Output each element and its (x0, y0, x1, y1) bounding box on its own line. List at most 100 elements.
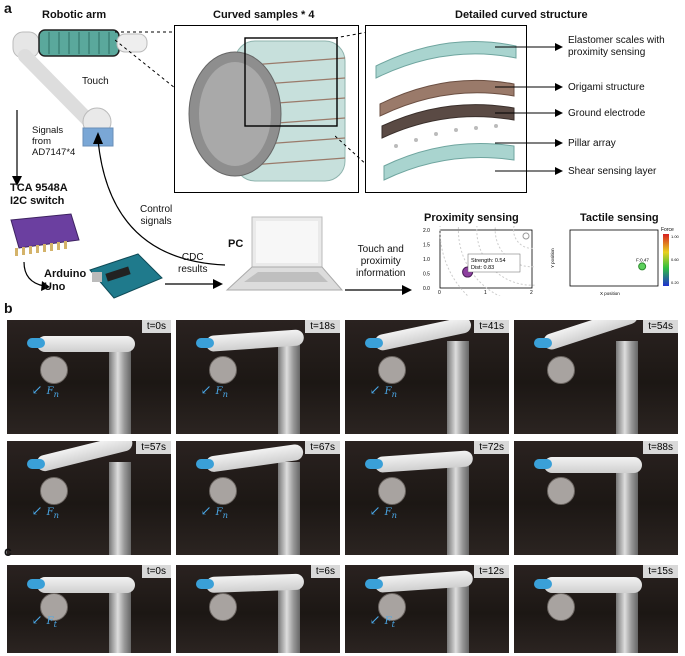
proximity-xtick: 1 (484, 290, 487, 296)
arm-to-sample-connector (115, 31, 176, 89)
robot-base (615, 461, 638, 555)
layer-elastomer-label: Elastomer scales with proximity sensing (568, 35, 665, 58)
gloved-hand (364, 579, 383, 590)
force-arrow-icon: ↙ Fn (200, 503, 228, 520)
control-signals-arrow-icon (93, 132, 226, 266)
layer-ground-label: Ground electrode (568, 108, 646, 119)
force-subscript: n (53, 388, 59, 399)
timestamp-label: t=0s (141, 320, 171, 333)
touch-info-label: Touch and proximity information (356, 244, 406, 279)
tca-board-illustration (10, 213, 80, 256)
timestamp-label: t=57s (136, 441, 171, 454)
proximity-marker-icon (522, 232, 530, 240)
colorbar-tick-top: 1.00 (671, 234, 680, 239)
proximity-dist-text: Dist: 0.83 (471, 265, 494, 271)
force-subscript: n (53, 509, 59, 520)
experiment-photo: t=54s (514, 320, 678, 434)
timestamp-label: t=15s (643, 565, 678, 578)
proximity-ytick: 0.5 (423, 272, 430, 278)
experiment-photo: t=41s↙ Fn (345, 320, 509, 434)
force-label: F (384, 385, 392, 397)
robot-base (108, 461, 131, 555)
proximity-range-ring (513, 226, 535, 249)
robot-base (446, 340, 469, 434)
timestamp-label: t=54s (643, 320, 678, 333)
experiment-photo: t=0s↙ Fn (7, 320, 171, 434)
timestamp-label: t=72s (474, 441, 509, 454)
sensor-disk (546, 356, 575, 385)
robot-base (615, 340, 638, 434)
force-arrow-icon: ↙ Fn (200, 382, 228, 399)
zoom-connector (335, 31, 369, 167)
proximity-annotation-box (467, 253, 521, 273)
robot-arm-link (36, 335, 135, 352)
tca-label: TCA 9548A I2C switch (10, 182, 68, 207)
gloved-hand (195, 579, 214, 590)
force-subscript: t (391, 619, 395, 630)
timestamp-label: t=6s (310, 565, 340, 578)
experiment-photo: t=6s (176, 565, 340, 653)
signals-label: Signals from AD7147*4 (32, 125, 76, 158)
timestamp-label: t=12s (474, 565, 509, 578)
force-subscript: n (222, 388, 228, 399)
robot-base (108, 340, 131, 434)
robot-arm-link (543, 456, 642, 473)
force-arrow-icon: ↙ Fn (31, 503, 59, 520)
robot-base (277, 340, 300, 434)
sensor-disk (208, 477, 237, 506)
proximity-ytick: 0.0 (423, 286, 430, 292)
sensor-disk (208, 593, 237, 622)
tactile-point-label: F:0.47 (636, 257, 649, 262)
force-subscript: n (222, 509, 228, 520)
gloved-hand (533, 338, 552, 349)
layers-illustration (375, 41, 517, 181)
proximity-range-ring (494, 226, 535, 268)
experiment-photo: t=0s↙ Ft (7, 565, 171, 653)
sensor-disk (546, 593, 575, 622)
cdc-arrow-icon (165, 279, 223, 289)
layer-arrows (495, 43, 563, 175)
force-label: F (46, 616, 54, 628)
sensor-disk (39, 593, 68, 622)
tactile-ylabel: Y position (550, 248, 555, 268)
robot-base (277, 461, 300, 555)
force-arrow-icon: ↙ Fn (369, 503, 397, 520)
force-label: F (215, 385, 223, 397)
force-subscript: t (53, 619, 57, 630)
gloved-hand (195, 338, 214, 349)
force-label: F (46, 385, 54, 397)
curved-samples-box (174, 25, 359, 193)
robot-base (446, 580, 469, 653)
layer-origami-label: Origami structure (568, 82, 645, 93)
laptop-illustration (225, 216, 344, 291)
proximity-ytick: 2.0 (423, 228, 430, 234)
tactile-plot-area (569, 229, 659, 287)
curved-samples-illustration (188, 37, 346, 182)
cdc-results-label: CDC results (178, 252, 208, 275)
proximity-range-ring (439, 226, 469, 296)
detailed-structure-title: Detailed curved structure (455, 9, 588, 21)
tactile-title: Tactile sensing (580, 212, 659, 224)
robot-base (108, 580, 131, 653)
sensor-disk (546, 477, 575, 506)
sensor-disk (39, 356, 68, 385)
gloved-hand (26, 579, 45, 590)
experiment-photo: t=88s (514, 441, 678, 555)
colorbar (663, 234, 669, 286)
force-label: F (215, 506, 223, 518)
proximity-strength-text: Strength: 0.54 (471, 258, 506, 264)
panel-c-letter: c (4, 543, 12, 559)
gloved-hand (26, 338, 45, 349)
proximity-range-ring (476, 226, 535, 286)
timestamp-label: t=67s (305, 441, 340, 454)
sensor-disk (208, 356, 237, 385)
force-arrow-icon: ↙ Fn (369, 382, 397, 399)
layer-pillar-label: Pillar array (568, 138, 616, 149)
panel-b-letter: b (4, 300, 13, 316)
sensor-disk (377, 477, 406, 506)
sensor-disk (377, 356, 406, 385)
gloved-hand (364, 459, 383, 470)
curve-arrow-icon (23, 261, 50, 291)
experiment-photo: t=18s↙ Fn (176, 320, 340, 434)
